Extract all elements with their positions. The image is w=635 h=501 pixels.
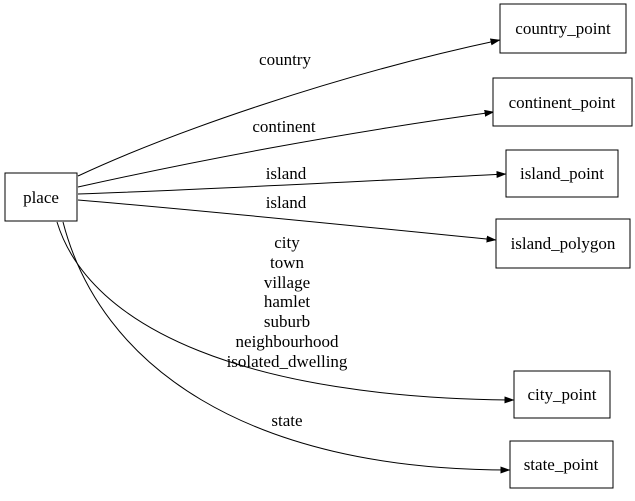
node-island-polygon-box: [495, 218, 631, 269]
edge-place-continent_point: [77, 109, 495, 188]
edge-label-village: village: [264, 273, 310, 292]
edge-label-neighbourhood: neighbourhood: [236, 332, 339, 351]
edge-label-state: state: [271, 411, 302, 430]
node-state-point: state_point: [509, 440, 614, 489]
edge-place-city-island_polygon: [77, 199, 497, 243]
node-place-box: [4, 172, 78, 222]
node-place: place: [4, 172, 78, 222]
node-island-point-box: [505, 149, 619, 198]
edge-label-town: town: [270, 253, 305, 272]
nodes: place country_point continent_point isla…: [4, 3, 633, 489]
node-island-point-label: island_point: [520, 164, 604, 183]
node-place-label: place: [23, 188, 59, 207]
edge-label-hamlet: hamlet: [264, 292, 311, 311]
edge-label-island-point: island: [266, 164, 307, 183]
edge-place-island_point: [77, 170, 507, 195]
edge-place-country_point: [77, 38, 501, 177]
edge-label-city-multiline: city town village hamlet suburb neighbou…: [227, 233, 348, 371]
node-island-polygon-label: island_polygon: [511, 234, 616, 253]
node-country-point: country_point: [499, 3, 627, 54]
node-country-point-label: country_point: [515, 19, 611, 38]
node-city-point: city_point: [513, 370, 611, 419]
node-continent-point-label: continent_point: [509, 93, 616, 112]
node-state-point-box: [509, 440, 614, 489]
node-city-point-label: city_point: [528, 385, 597, 404]
node-island-point: island_point: [505, 149, 619, 198]
edge-labels: country continent island island city tow…: [227, 50, 348, 430]
edge-label-island-polygon: island: [266, 193, 307, 212]
node-state-point-label: state_point: [524, 455, 599, 474]
edge-label-country: country: [259, 50, 311, 69]
node-island-polygon: island_polygon: [495, 218, 631, 269]
edge-label-city: city: [274, 233, 300, 252]
edge-label-suburb: suburb: [264, 312, 310, 331]
node-city-point-box: [513, 370, 611, 419]
node-continent-point: continent_point: [492, 77, 633, 127]
edge-label-isolated-dwelling: isolated_dwelling: [227, 352, 348, 371]
node-country-point-box: [499, 3, 627, 54]
edge-label-continent: continent: [252, 117, 316, 136]
edges: [56, 38, 515, 474]
edge-place-state_point: [62, 221, 511, 474]
node-continent-point-box: [492, 77, 633, 127]
